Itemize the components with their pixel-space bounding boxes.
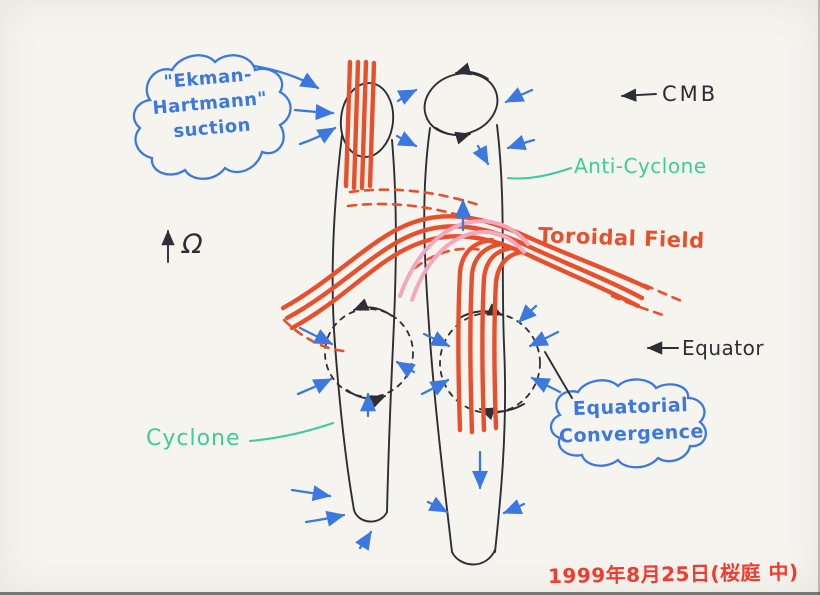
toroidal-field-label: Toroidal Field <box>537 223 706 253</box>
cyclone-circulation-circle <box>324 298 414 408</box>
anti-cyclone-label: Anti-Cyclone <box>574 154 707 178</box>
blue-flow-arrows <box>252 64 562 551</box>
equatorial-convergence-label: Equatorial Convergence <box>558 394 705 448</box>
cyclone-label: Cyclone <box>146 426 241 451</box>
cyclone-pointer-line <box>249 422 334 442</box>
right-column-outline <box>423 62 507 566</box>
equatorial-convergence-cloud <box>549 378 707 469</box>
cmb-arrow <box>621 88 657 102</box>
convergence-circulation-circle <box>439 303 541 421</box>
convergence-pointer-line <box>544 351 573 399</box>
cmb-label: CMB <box>662 82 719 106</box>
date-signature-label: 1999年8月25日(桜庭 中) <box>547 559 799 589</box>
equator-label: Equator <box>682 336 765 360</box>
rotation-omega-label: Ω <box>182 229 204 260</box>
ekman-suction-cloud <box>132 54 292 180</box>
scan-edge-bottom <box>0 592 820 595</box>
anti-cyclone-pointer-line <box>507 167 572 180</box>
ekman-hartmann-suction-label: "Ekman- Hartmann" suction <box>151 64 269 143</box>
pink-field-lines <box>398 219 530 302</box>
scan-edge-right <box>818 0 820 595</box>
